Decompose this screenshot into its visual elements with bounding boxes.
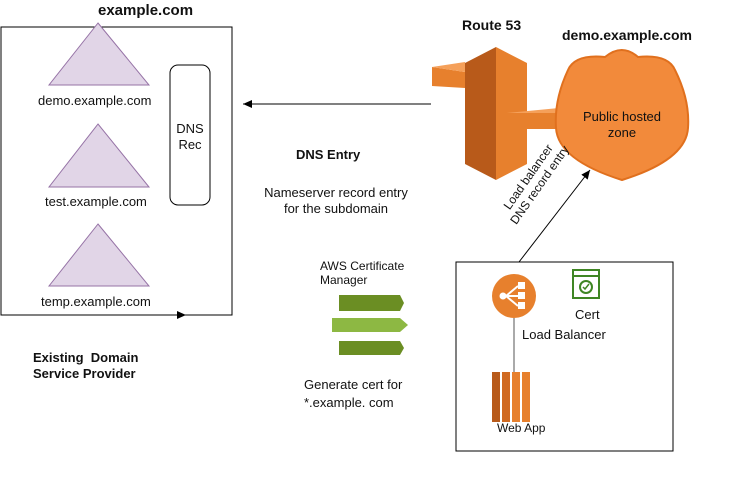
dns-entry-description-line1: Nameserver record entry [264,185,408,200]
public-hosted-zone-shield [554,49,690,182]
lb-dns-record-arrow [518,169,591,263]
certificate-icon [572,269,600,299]
dns-rec-label-line1: DNS [176,121,204,136]
route53-title: Route 53 [462,17,522,33]
example-com-title: example.com [98,2,194,19]
test-subdomain-label: test.example.com [45,194,147,209]
hosted-zone-domain-title: demo.example.com [562,27,692,43]
route53-icon [432,47,559,180]
provider-label-line2: Service Provider [33,366,136,381]
acm-title-line1: AWS Certificate [320,259,405,273]
cert-label: Cert [575,307,600,322]
application-box [455,261,674,452]
acm-title-line2: Manager [320,273,368,287]
demo-subdomain-triangle [47,22,151,86]
dns-record-box [169,64,211,206]
acm-icon [332,295,408,355]
dns-entry-title: DNS Entry [296,147,361,162]
domain-provider-box [0,26,233,316]
dns-rec-label-line2: Rec [178,137,202,152]
temp-subdomain-triangle [47,223,151,287]
acm-caption-line2: *.example. com [304,395,394,410]
dns-entry-description-line2: for the subdomain [283,201,389,216]
temp-subdomain-label: temp.example.com [41,294,151,309]
hosted-zone-label-line1: Public hosted [582,109,662,124]
web-app-icon [492,372,530,422]
test-subdomain-triangle [47,123,151,188]
demo-subdomain-label: demo.example.com [38,93,152,108]
provider-label-line1: Existing Domain [33,350,139,365]
load-balancer-icon [492,274,536,318]
hosted-zone-label-line2: zone [607,125,637,140]
web-app-label: Web App [497,421,546,435]
acm-caption-line1: Generate cert for [304,377,403,392]
load-balancer-label: Load Balancer [522,327,606,342]
